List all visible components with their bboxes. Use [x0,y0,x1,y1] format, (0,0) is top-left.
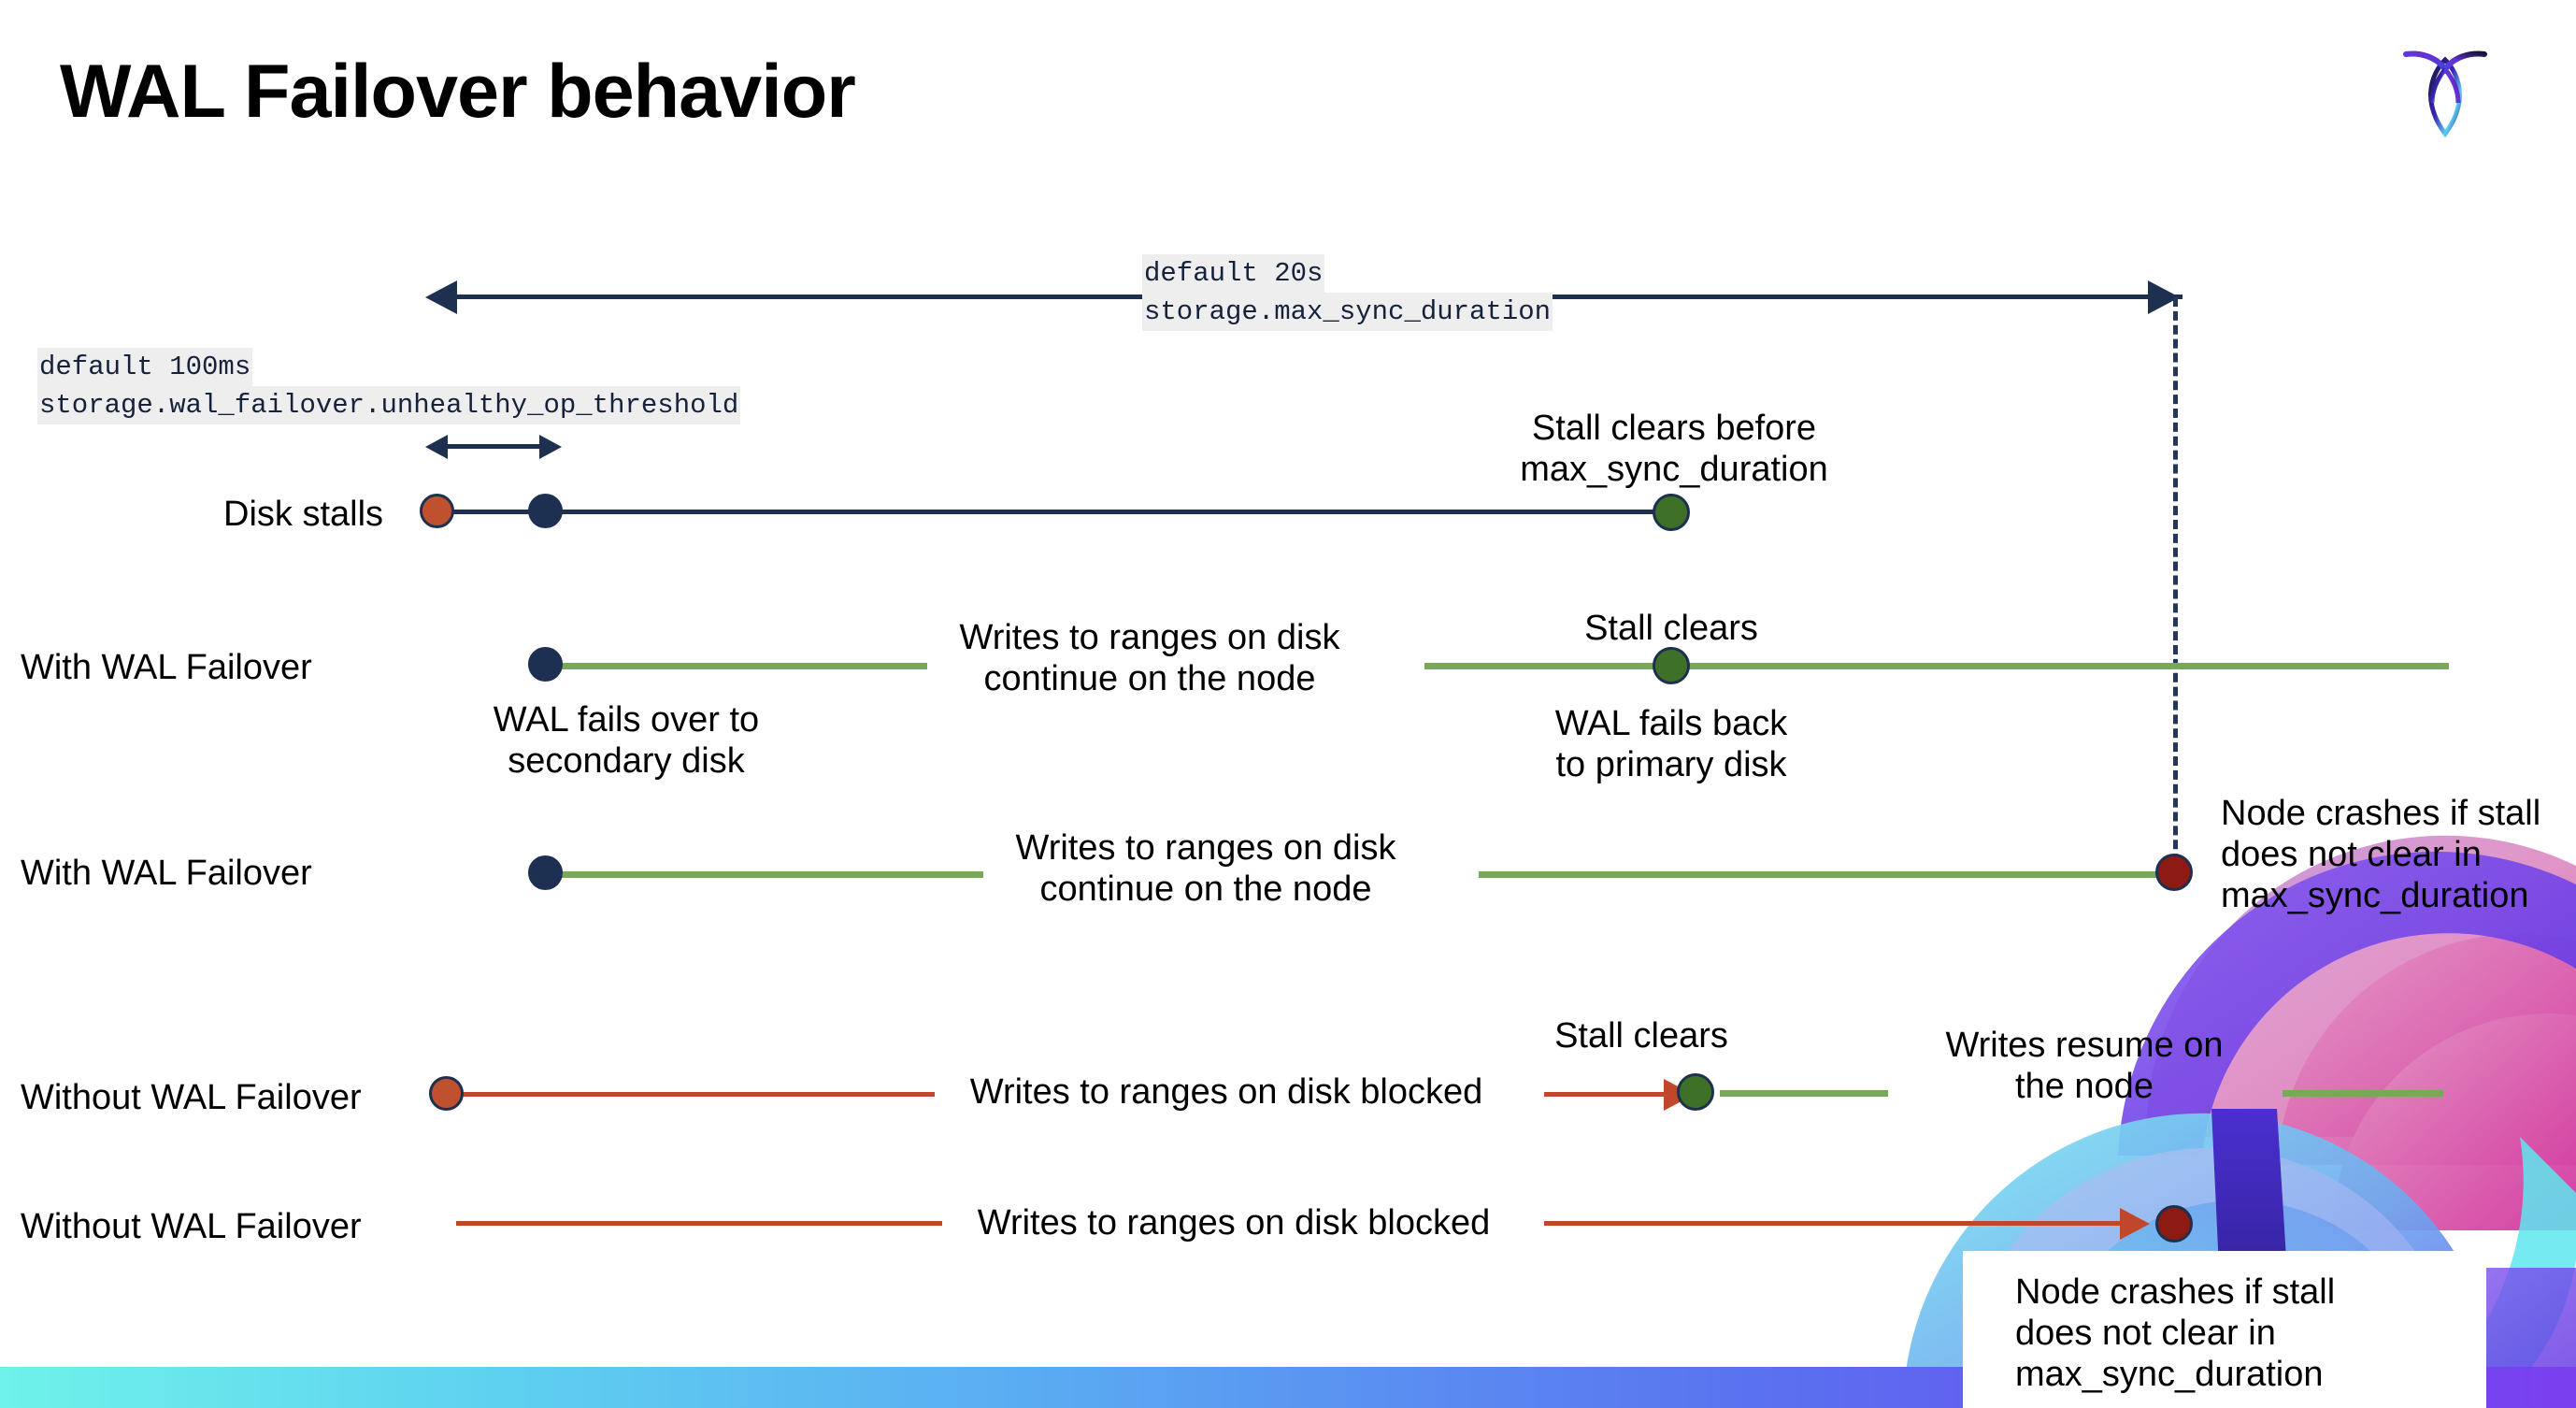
cockroachdb-logo [2400,37,2490,142]
wal-failover-2-segment-a [553,871,983,878]
without-wal-2-blocked-a [456,1221,942,1226]
without-wal-1-blocked-a [449,1092,935,1097]
max-sync-duration-guide-line [2173,297,2178,877]
code-setting-name: storage.wal_failover.unhealthy_op_thresh… [37,386,741,425]
disk-stalls-timeline [437,510,1671,514]
code-default-value: default 100ms [37,348,253,387]
note-wal-fails-back: WAL fails back to primary disk [1554,704,1788,785]
code-setting-name: storage.max_sync_duration [1142,293,1553,332]
without-wal-2-arrow-head [2120,1208,2150,1240]
row-label-disk-stalls: Disk stalls [223,495,384,534]
wal-failover-1-segment-b [1424,663,2449,669]
row-label-with-wal-failover-1: With WAL Failover [21,648,312,687]
disk-stalls-clear-dot [1653,494,1690,531]
note-writes-resume: Writes resume on the node [1945,1026,2224,1107]
code-annotation-max-sync-duration: default 20s storage.max_sync_duration [1142,254,1553,332]
page-title: WAL Failover behavior [60,50,856,134]
note-stall-clears-1: Stall clears [1584,609,1758,648]
disk-stalls-start-dot [420,494,454,528]
without-wal-1-clear-dot [1677,1073,1714,1111]
threshold-arrow-right-head [539,435,562,459]
wal-failover-2-start-dot [528,855,563,890]
note-writes-continue-2: Writes to ranges on disk continue on the… [1015,828,1396,910]
callout-node-crashes: Node crashes if stall does not clear in … [1963,1251,2486,1408]
note-node-crashes-2: Node crashes if stall does not clear in … [2015,1272,2336,1395]
max-sync-arrow-left-head [425,280,457,314]
wal-failover-1-clear-dot [1653,647,1690,684]
code-annotation-unhealthy-op-threshold: default 100ms storage.wal_failover.unhea… [37,348,741,425]
note-writes-blocked-2: Writes to ranges on disk blocked [977,1203,1491,1243]
row-label-with-wal-failover-2: With WAL Failover [21,854,312,893]
row-label-without-wal-failover-2: Without WAL Failover [21,1207,362,1246]
code-default-value: default 20s [1142,254,1325,294]
note-writes-continue-1: Writes to ranges on disk continue on the… [959,618,1340,699]
threshold-arrow-left-head [425,435,448,459]
wal-failover-2-segment-b [1479,871,2178,878]
threshold-arrow-line [445,444,543,449]
wal-failover-2-crash-dot [2155,854,2193,891]
wal-failover-1-start-dot [528,647,563,682]
without-wal-1-resume-b [2283,1090,2443,1097]
note-writes-blocked-1: Writes to ranges on disk blocked [969,1072,1483,1112]
note-node-crashes-1: Node crashes if stall does not clear in … [2221,794,2541,916]
without-wal-1-blocked-b [1544,1092,1684,1097]
without-wal-1-resume-a [1720,1090,1888,1097]
note-wal-fails-over: WAL fails over to secondary disk [493,700,760,782]
without-wal-1-start-dot [429,1076,464,1111]
note-stall-clears-2: Stall clears [1554,1016,1728,1056]
wal-failover-1-segment-a [553,663,927,669]
row-label-without-wal-failover-1: Without WAL Failover [21,1078,362,1117]
disk-stalls-threshold-dot [528,494,563,528]
without-wal-2-blocked-b [1544,1221,2124,1226]
without-wal-2-crash-dot [2155,1205,2193,1243]
note-stall-clears-before-max-sync: Stall clears before max_sync_duration [1520,409,1828,490]
